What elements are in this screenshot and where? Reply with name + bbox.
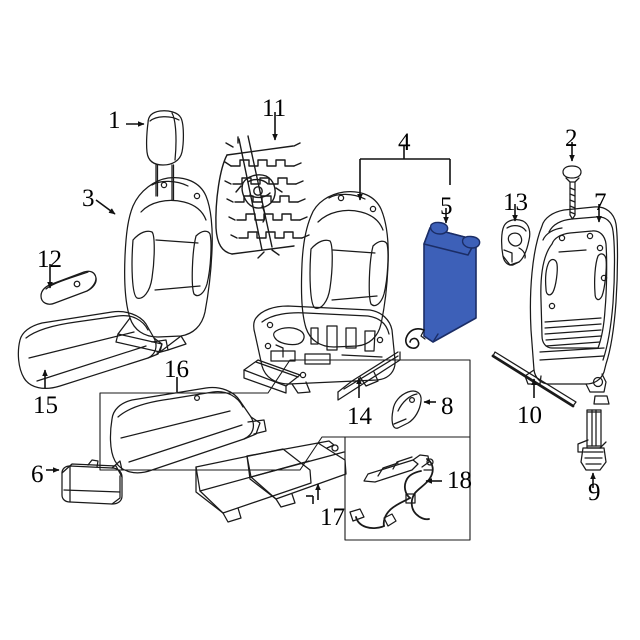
part-lumbar-spring-assembly [215, 135, 310, 259]
callout-label-7[interactable]: 7 [594, 189, 607, 216]
part-seat-cushion-cover [17, 310, 169, 389]
callout-label-14[interactable]: 14 [347, 403, 372, 430]
part-seat-back-cover [115, 177, 213, 353]
part-recliner-cover [501, 219, 531, 266]
part-head-restraint [145, 110, 184, 201]
callout-label-5[interactable]: 5 [440, 193, 453, 220]
callout-label-11[interactable]: 11 [262, 95, 287, 122]
callout-label-13[interactable]: 13 [503, 189, 528, 216]
callout-label-17[interactable]: 17 [320, 504, 345, 531]
callout-label-18[interactable]: 18 [447, 467, 472, 494]
part-cushion-heater-pad [195, 440, 347, 523]
part-seat-back-assembly [300, 190, 389, 348]
callout-leaders [42, 112, 602, 504]
part-wire-harness [344, 436, 471, 541]
part-trim-cap [61, 459, 123, 505]
callout-label-6[interactable]: 6 [31, 461, 44, 488]
callout-label-8[interactable]: 8 [441, 393, 454, 420]
callout-label-2[interactable]: 2 [565, 125, 578, 152]
callout-label-1[interactable]: 1 [108, 107, 121, 134]
part-bolt [562, 165, 582, 220]
callout-label-4[interactable]: 4 [398, 129, 411, 156]
callout-label-16[interactable]: 16 [164, 356, 189, 383]
part-recliner-handle [391, 390, 422, 429]
callout-label-10[interactable]: 10 [517, 402, 542, 429]
callout-label-3[interactable]: 3 [82, 185, 95, 212]
part-seat-motor [577, 409, 607, 471]
part-seat-back-heater-pad [405, 221, 481, 349]
callout-label-12[interactable]: 12 [37, 246, 62, 273]
callout-label-9[interactable]: 9 [588, 479, 601, 506]
callout-label-15[interactable]: 15 [33, 392, 58, 419]
part-seat-track [243, 305, 401, 401]
part-seat-back-frame [524, 206, 619, 405]
